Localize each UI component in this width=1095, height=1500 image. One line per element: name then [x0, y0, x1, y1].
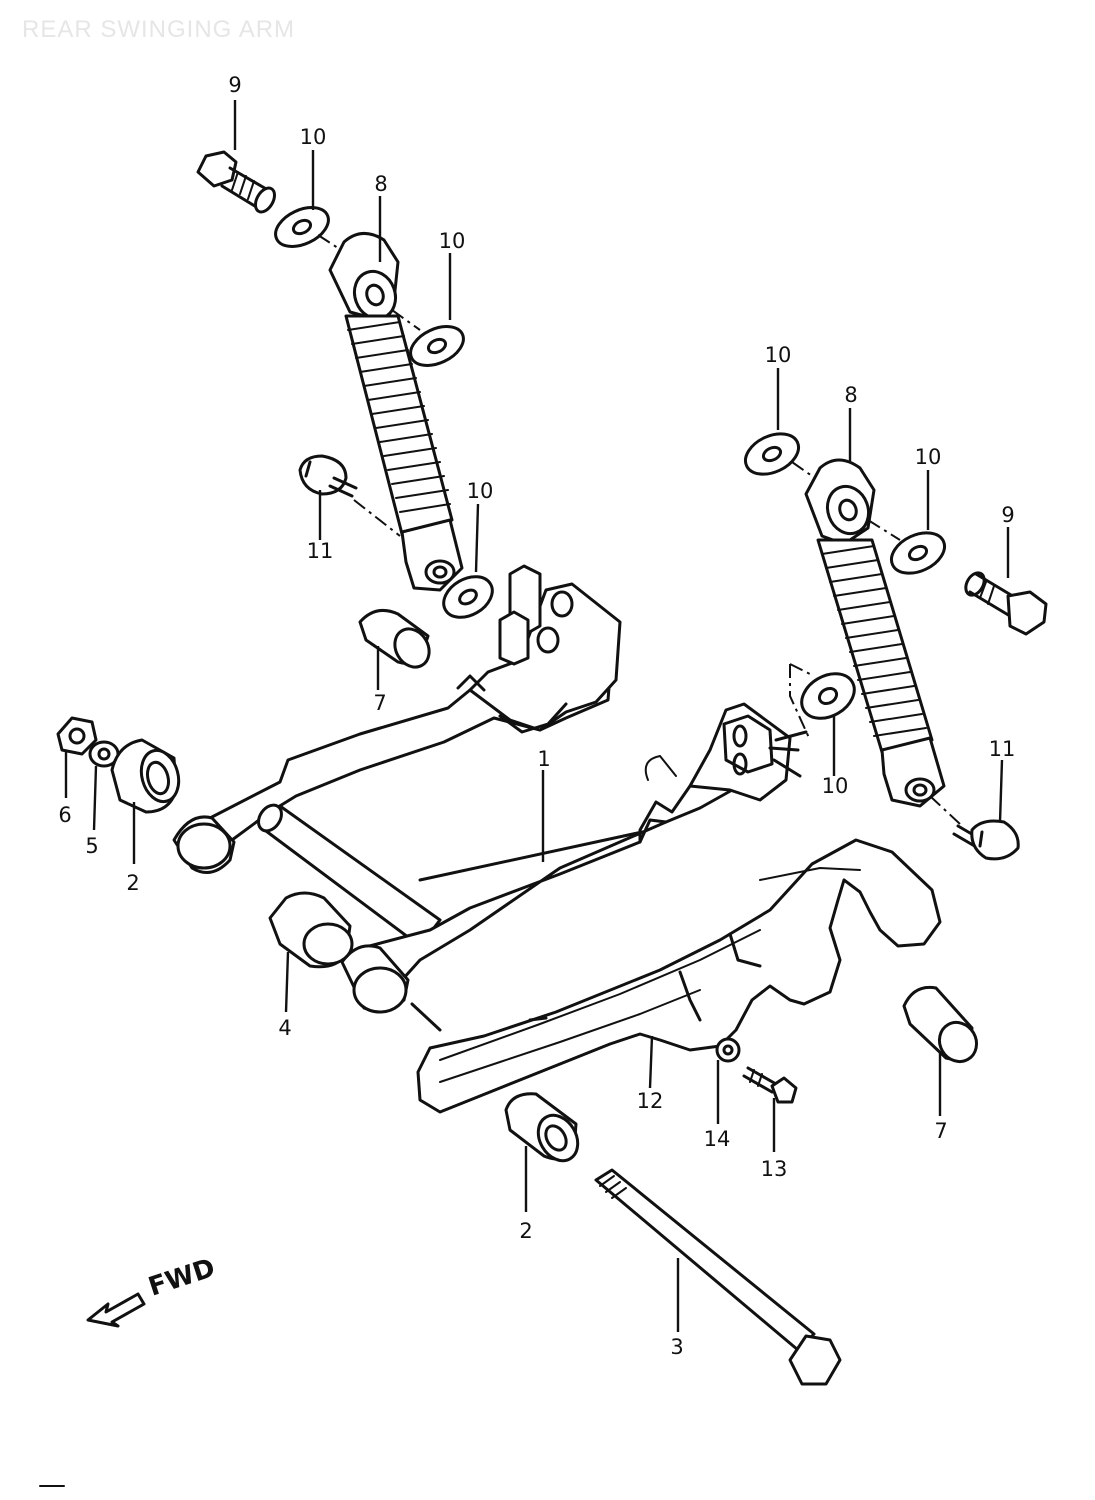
callout-11-left: 11: [307, 539, 334, 563]
swinging-arm-1: [172, 564, 808, 1032]
callout-1: 1: [537, 747, 550, 771]
callout-3: 3: [670, 1335, 683, 1359]
bolt-9-right: [964, 571, 1048, 636]
callout-14: 14: [704, 1127, 731, 1151]
shock-8-left: [328, 232, 464, 592]
callout-5: 5: [85, 834, 98, 858]
callout-10-e: 10: [915, 445, 942, 469]
callout-10-a: 10: [300, 125, 327, 149]
left-shock-absorber: [196, 150, 494, 619]
bushing-2-upper: [110, 738, 181, 814]
callout-2-upper: 2: [126, 871, 139, 895]
callout-8-left: 8: [374, 172, 387, 196]
washer-10-right-bottom: [800, 672, 856, 720]
bolt-9-left: [196, 150, 276, 214]
callout-9-left: 9: [228, 73, 241, 97]
bushing-4: [268, 891, 354, 969]
washer-10-left-top: [274, 206, 330, 248]
right-shock-absorber: [744, 432, 1048, 861]
callout-6: 6: [58, 803, 71, 827]
washer-10-right-mid: [890, 531, 946, 575]
washer-10-right-top: [744, 432, 800, 476]
bolt-13: [742, 1066, 798, 1104]
bushing-7-right: [902, 985, 979, 1064]
callout-7-left: 7: [373, 691, 386, 715]
callout-10-b: 10: [439, 229, 466, 253]
nut-6: [56, 716, 98, 756]
pivot-shaft-3: [594, 1168, 842, 1386]
callout-12: 12: [637, 1089, 664, 1113]
callout-10-d: 10: [765, 343, 792, 367]
forward-arrow: FWD: [86, 1253, 219, 1328]
callout-9-right: 9: [1001, 503, 1014, 527]
callout-11-right: 11: [989, 737, 1016, 761]
callout-10-f: 10: [822, 774, 849, 798]
callout-13: 13: [761, 1157, 788, 1181]
diagram-title: REAR SWINGING ARM: [22, 16, 296, 43]
callout-8-right: 8: [844, 383, 857, 407]
callout-2-lower: 2: [519, 1219, 532, 1243]
callout-10-c: 10: [467, 479, 494, 503]
washer-10-left-mid: [409, 325, 465, 367]
washer-10-left-bottom: [442, 575, 494, 619]
leader-lines: [64, 100, 1010, 1332]
callout-labels: 9 10 8 10 10 11 7 10 8 10 9 10 11 6 5 2 …: [58, 73, 1015, 1359]
screw-11-right: [929, 795, 1020, 861]
washer-14: [715, 1037, 741, 1063]
callout-7-right: 7: [934, 1119, 947, 1143]
bushing-7-left: [358, 608, 431, 669]
screw-11-left: [298, 454, 401, 537]
callout-4: 4: [278, 1016, 291, 1040]
fwd-label: FWD: [145, 1253, 219, 1303]
shock-8-right: [804, 458, 946, 808]
chain-case-12: [416, 838, 942, 1114]
bushing-2-lower: [504, 1092, 580, 1163]
